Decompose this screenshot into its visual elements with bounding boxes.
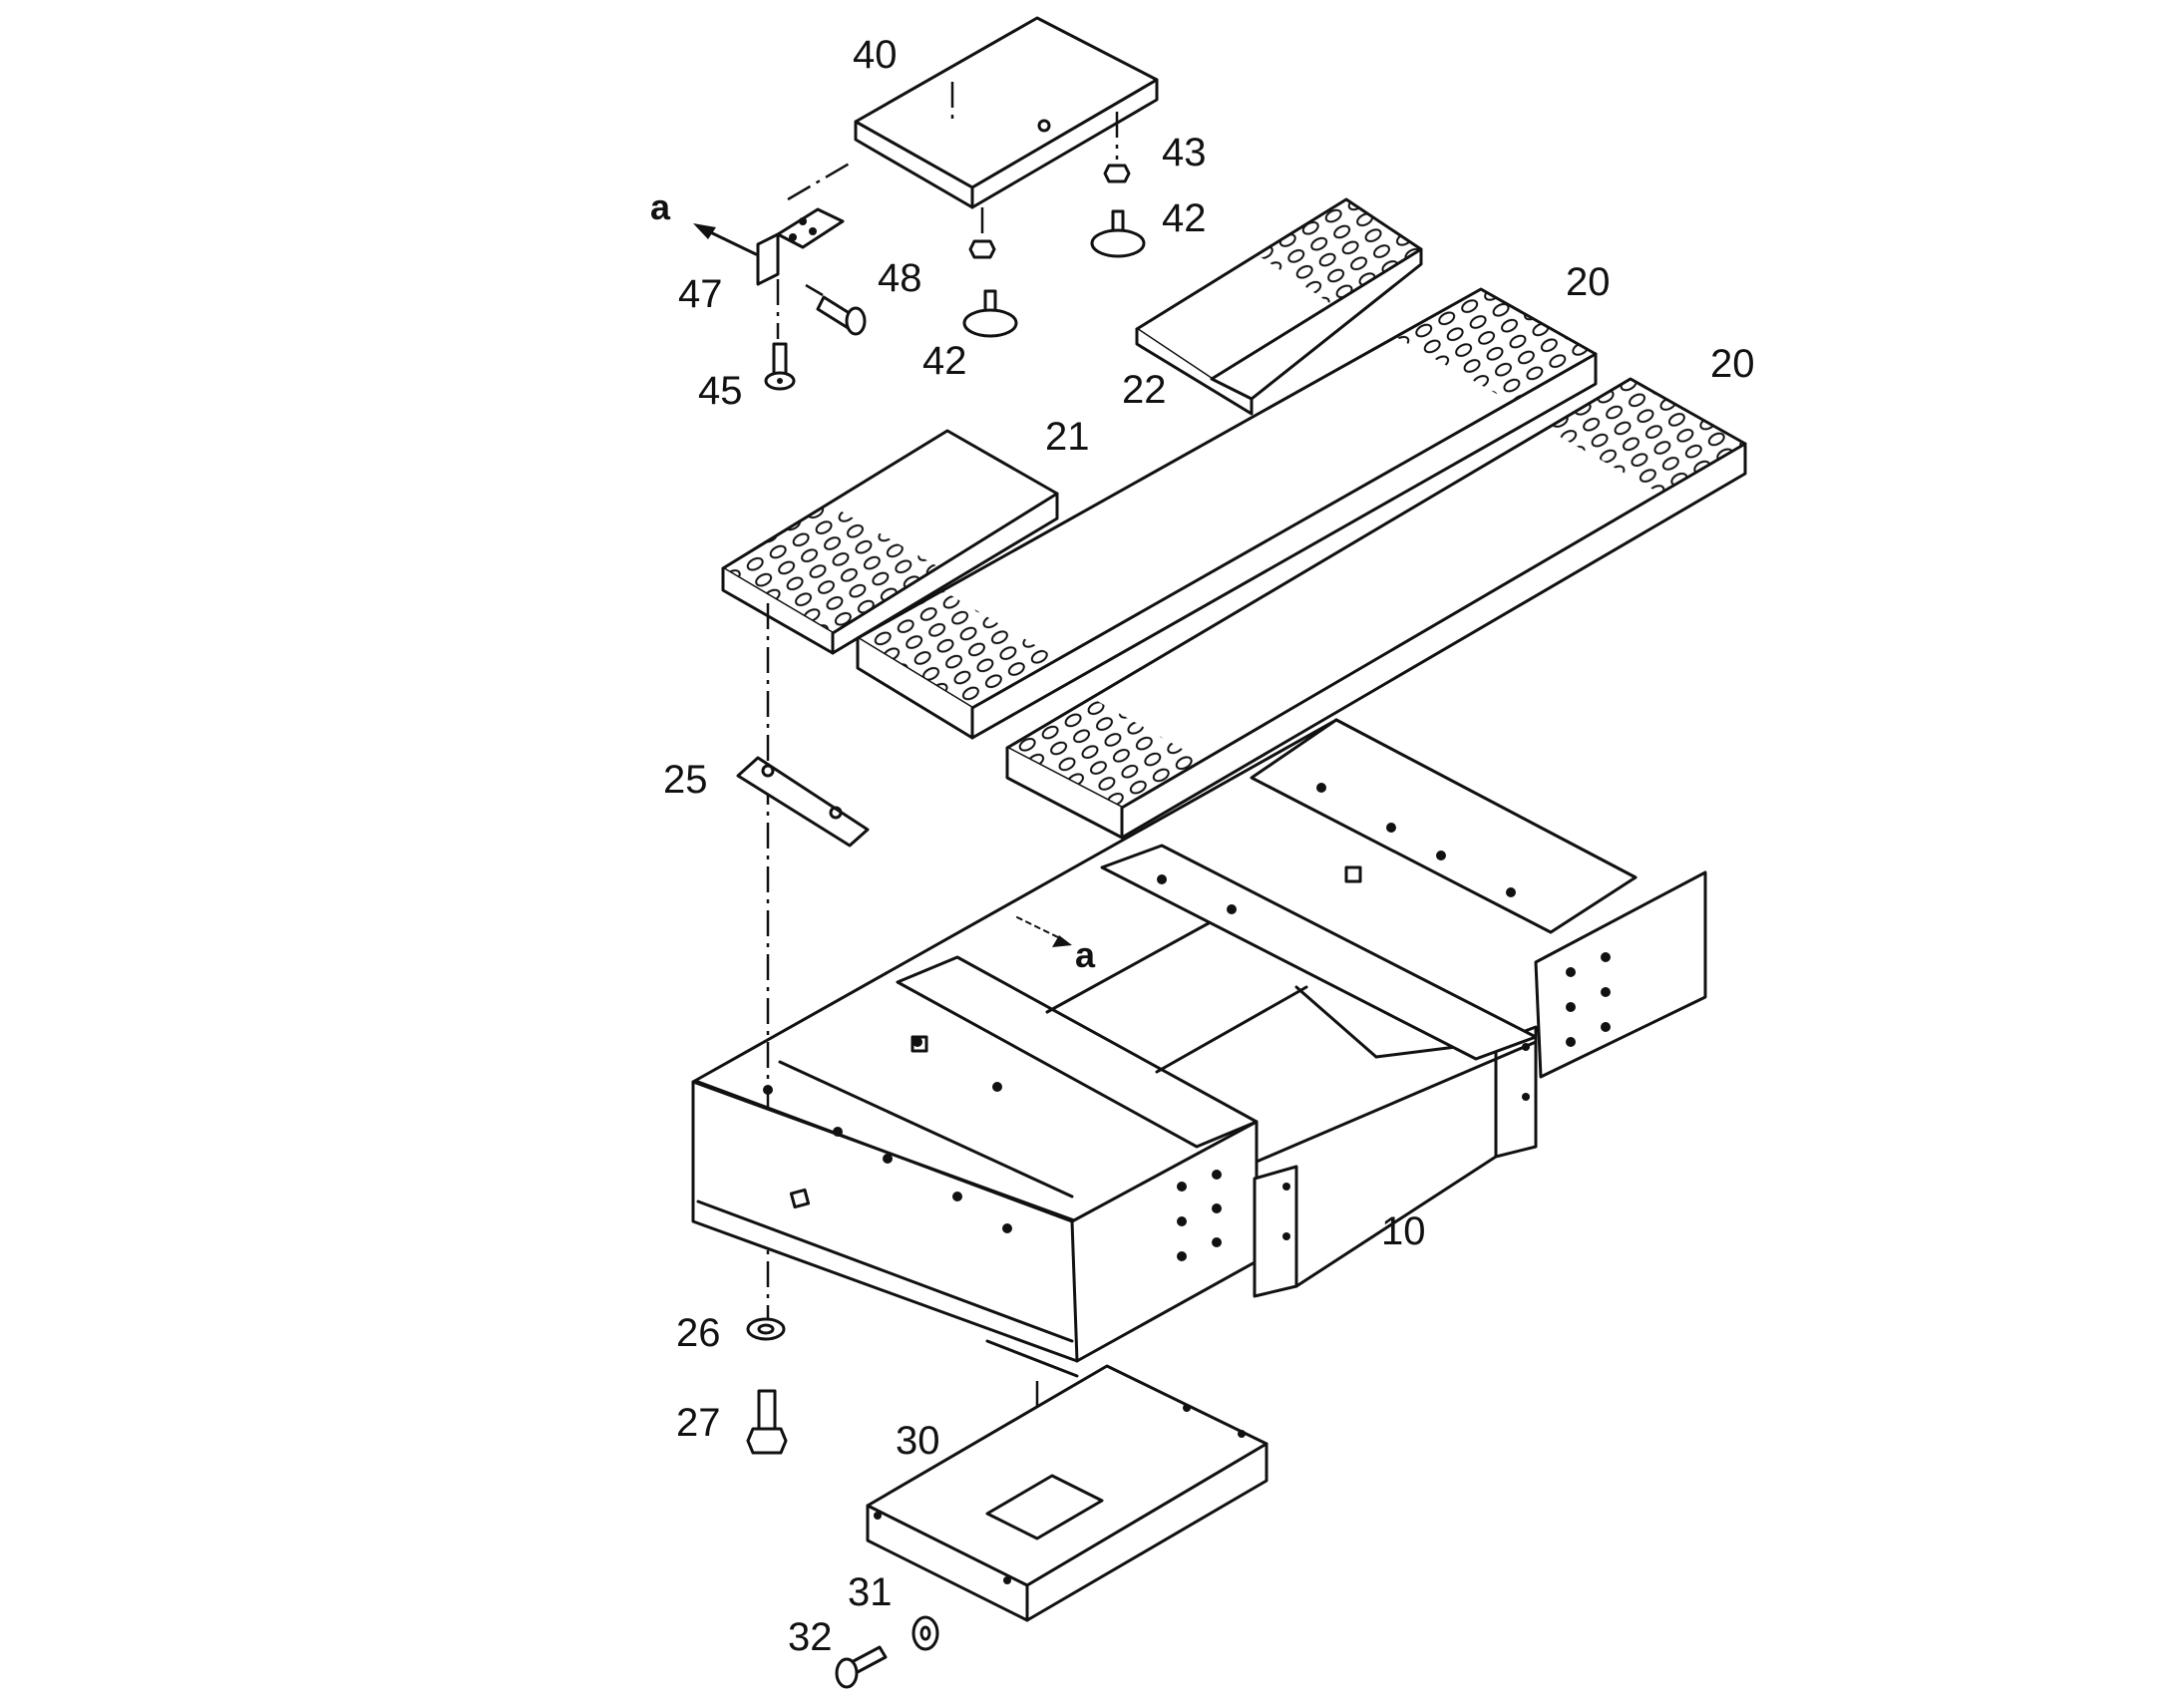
part-25-plate <box>736 756 870 848</box>
part-40-cover <box>854 16 1159 209</box>
part-32-screw <box>835 1645 888 1689</box>
part-26-washer <box>746 1317 786 1341</box>
part-42-foot-left <box>962 289 1018 338</box>
callout-43: 43 <box>1162 131 1207 174</box>
callout-47: 47 <box>678 272 723 316</box>
callout-22: 22 <box>1122 368 1167 412</box>
arrow-label-a-top: a <box>650 186 671 227</box>
part-43-nut <box>1103 112 1131 183</box>
callout-20: 20 <box>1710 342 1755 386</box>
part-47-hinge <box>756 160 854 339</box>
part-31-washer <box>911 1615 939 1651</box>
callout-45: 45 <box>698 369 743 413</box>
part-20-long-tread-lower <box>1005 377 1747 840</box>
arrow-label-a-mid: a <box>1075 934 1096 975</box>
part-21-short-tread <box>721 429 1059 655</box>
part-45-screw <box>764 342 796 391</box>
arrow-a-mid <box>1016 916 1072 947</box>
callout-32: 32 <box>788 1615 833 1659</box>
callout-10: 10 <box>1381 1209 1426 1253</box>
callout-42: 42 <box>1162 196 1207 240</box>
part-42-foot-right <box>1090 209 1146 258</box>
callout-30: 30 <box>896 1419 940 1463</box>
part-30-tray <box>866 1364 1269 1622</box>
part-27-bolt <box>746 1389 788 1455</box>
part-10-frame <box>691 718 1707 1378</box>
callout-42: 42 <box>922 339 967 383</box>
callout-26: 26 <box>676 1311 721 1355</box>
part-42-nut-left <box>968 207 996 259</box>
callout-25: 25 <box>663 758 708 802</box>
callout-21: 21 <box>1045 415 1090 459</box>
callout-27: 27 <box>676 1401 721 1445</box>
arrow-a-top <box>693 223 758 256</box>
callout-20: 20 <box>1566 260 1611 304</box>
callout-48: 48 <box>878 256 922 300</box>
part-48-screw <box>816 295 867 336</box>
part-20-long-tread-upper <box>856 287 1598 740</box>
callout-31: 31 <box>848 1570 893 1614</box>
part-22-short-tread <box>1135 197 1423 416</box>
callout-40: 40 <box>853 33 898 77</box>
